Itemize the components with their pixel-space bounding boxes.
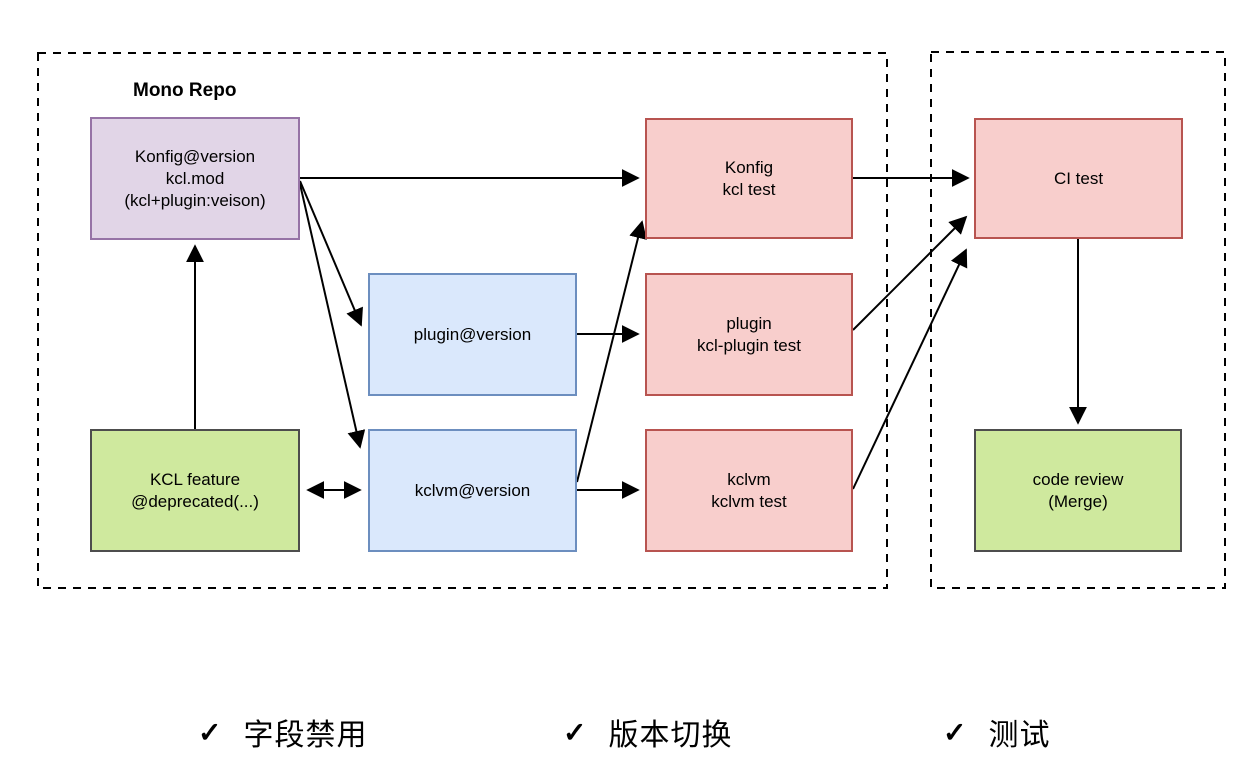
checkmark-icon: ✓ (943, 716, 967, 748)
checklist-label: 版本切换 (608, 719, 733, 752)
node-ci-test: CI test (974, 118, 1183, 239)
node-kcl-feature-label: KCL feature @deprecated(...) (131, 469, 259, 511)
node-konfig-kcl-test: Konfig kcl test (645, 118, 853, 239)
node-plugin-version-label: plugin@version (413, 324, 532, 344)
arrow-konfigversion-to-kclvmversion (299, 183, 366, 449)
checklist-label: 测试 (988, 719, 1051, 752)
node-plugin-version: plugin@version (368, 273, 577, 396)
mono-repo-label: Mono Repo (133, 80, 237, 101)
arrow-kclvmtest-to-citest (852, 248, 968, 490)
checklist-label: 字段禁用 (243, 719, 368, 752)
node-konfig-version: Konfig@version kcl.mod (kcl+plugin:veiso… (90, 117, 300, 240)
checklist-item-field-disable: ✓ 字段禁用 (198, 710, 367, 754)
node-ci-test-label: CI test (1053, 168, 1104, 188)
node-kclvm-version-label: kclvm@version (414, 480, 531, 500)
node-kclvm-kclvm-test: kclvm kclvm test (645, 429, 853, 552)
node-konfig-version-label: Konfig@version kcl.mod (kcl+plugin:veiso… (124, 146, 266, 210)
node-kclvm-kclvm-test-label: kclvm kclvm test (711, 469, 787, 511)
checklist-item-test: ✓ 测试 (943, 710, 1050, 754)
checkmark-icon: ✓ (198, 716, 222, 748)
checkmark-icon: ✓ (563, 716, 587, 748)
node-code-review: code review (Merge) (974, 429, 1182, 552)
arrow-konfigversion-to-pluginversion (299, 180, 363, 327)
node-plugin-kcl-plugin-test: plugin kcl-plugin test (645, 273, 853, 396)
node-code-review-label: code review (Merge) (1032, 469, 1124, 511)
node-kcl-feature: KCL feature @deprecated(...) (90, 429, 300, 552)
node-konfig-kcl-test-label: Konfig kcl test (722, 157, 776, 199)
arrow-kclvmversion-to-konfigtest (576, 220, 647, 483)
arrow-plugintest-to-citest (852, 215, 968, 331)
checklist-item-version-switch: ✓ 版本切换 (563, 710, 732, 754)
node-kclvm-version: kclvm@version (368, 429, 577, 552)
node-plugin-kcl-plugin-test-label: plugin kcl-plugin test (697, 313, 801, 355)
